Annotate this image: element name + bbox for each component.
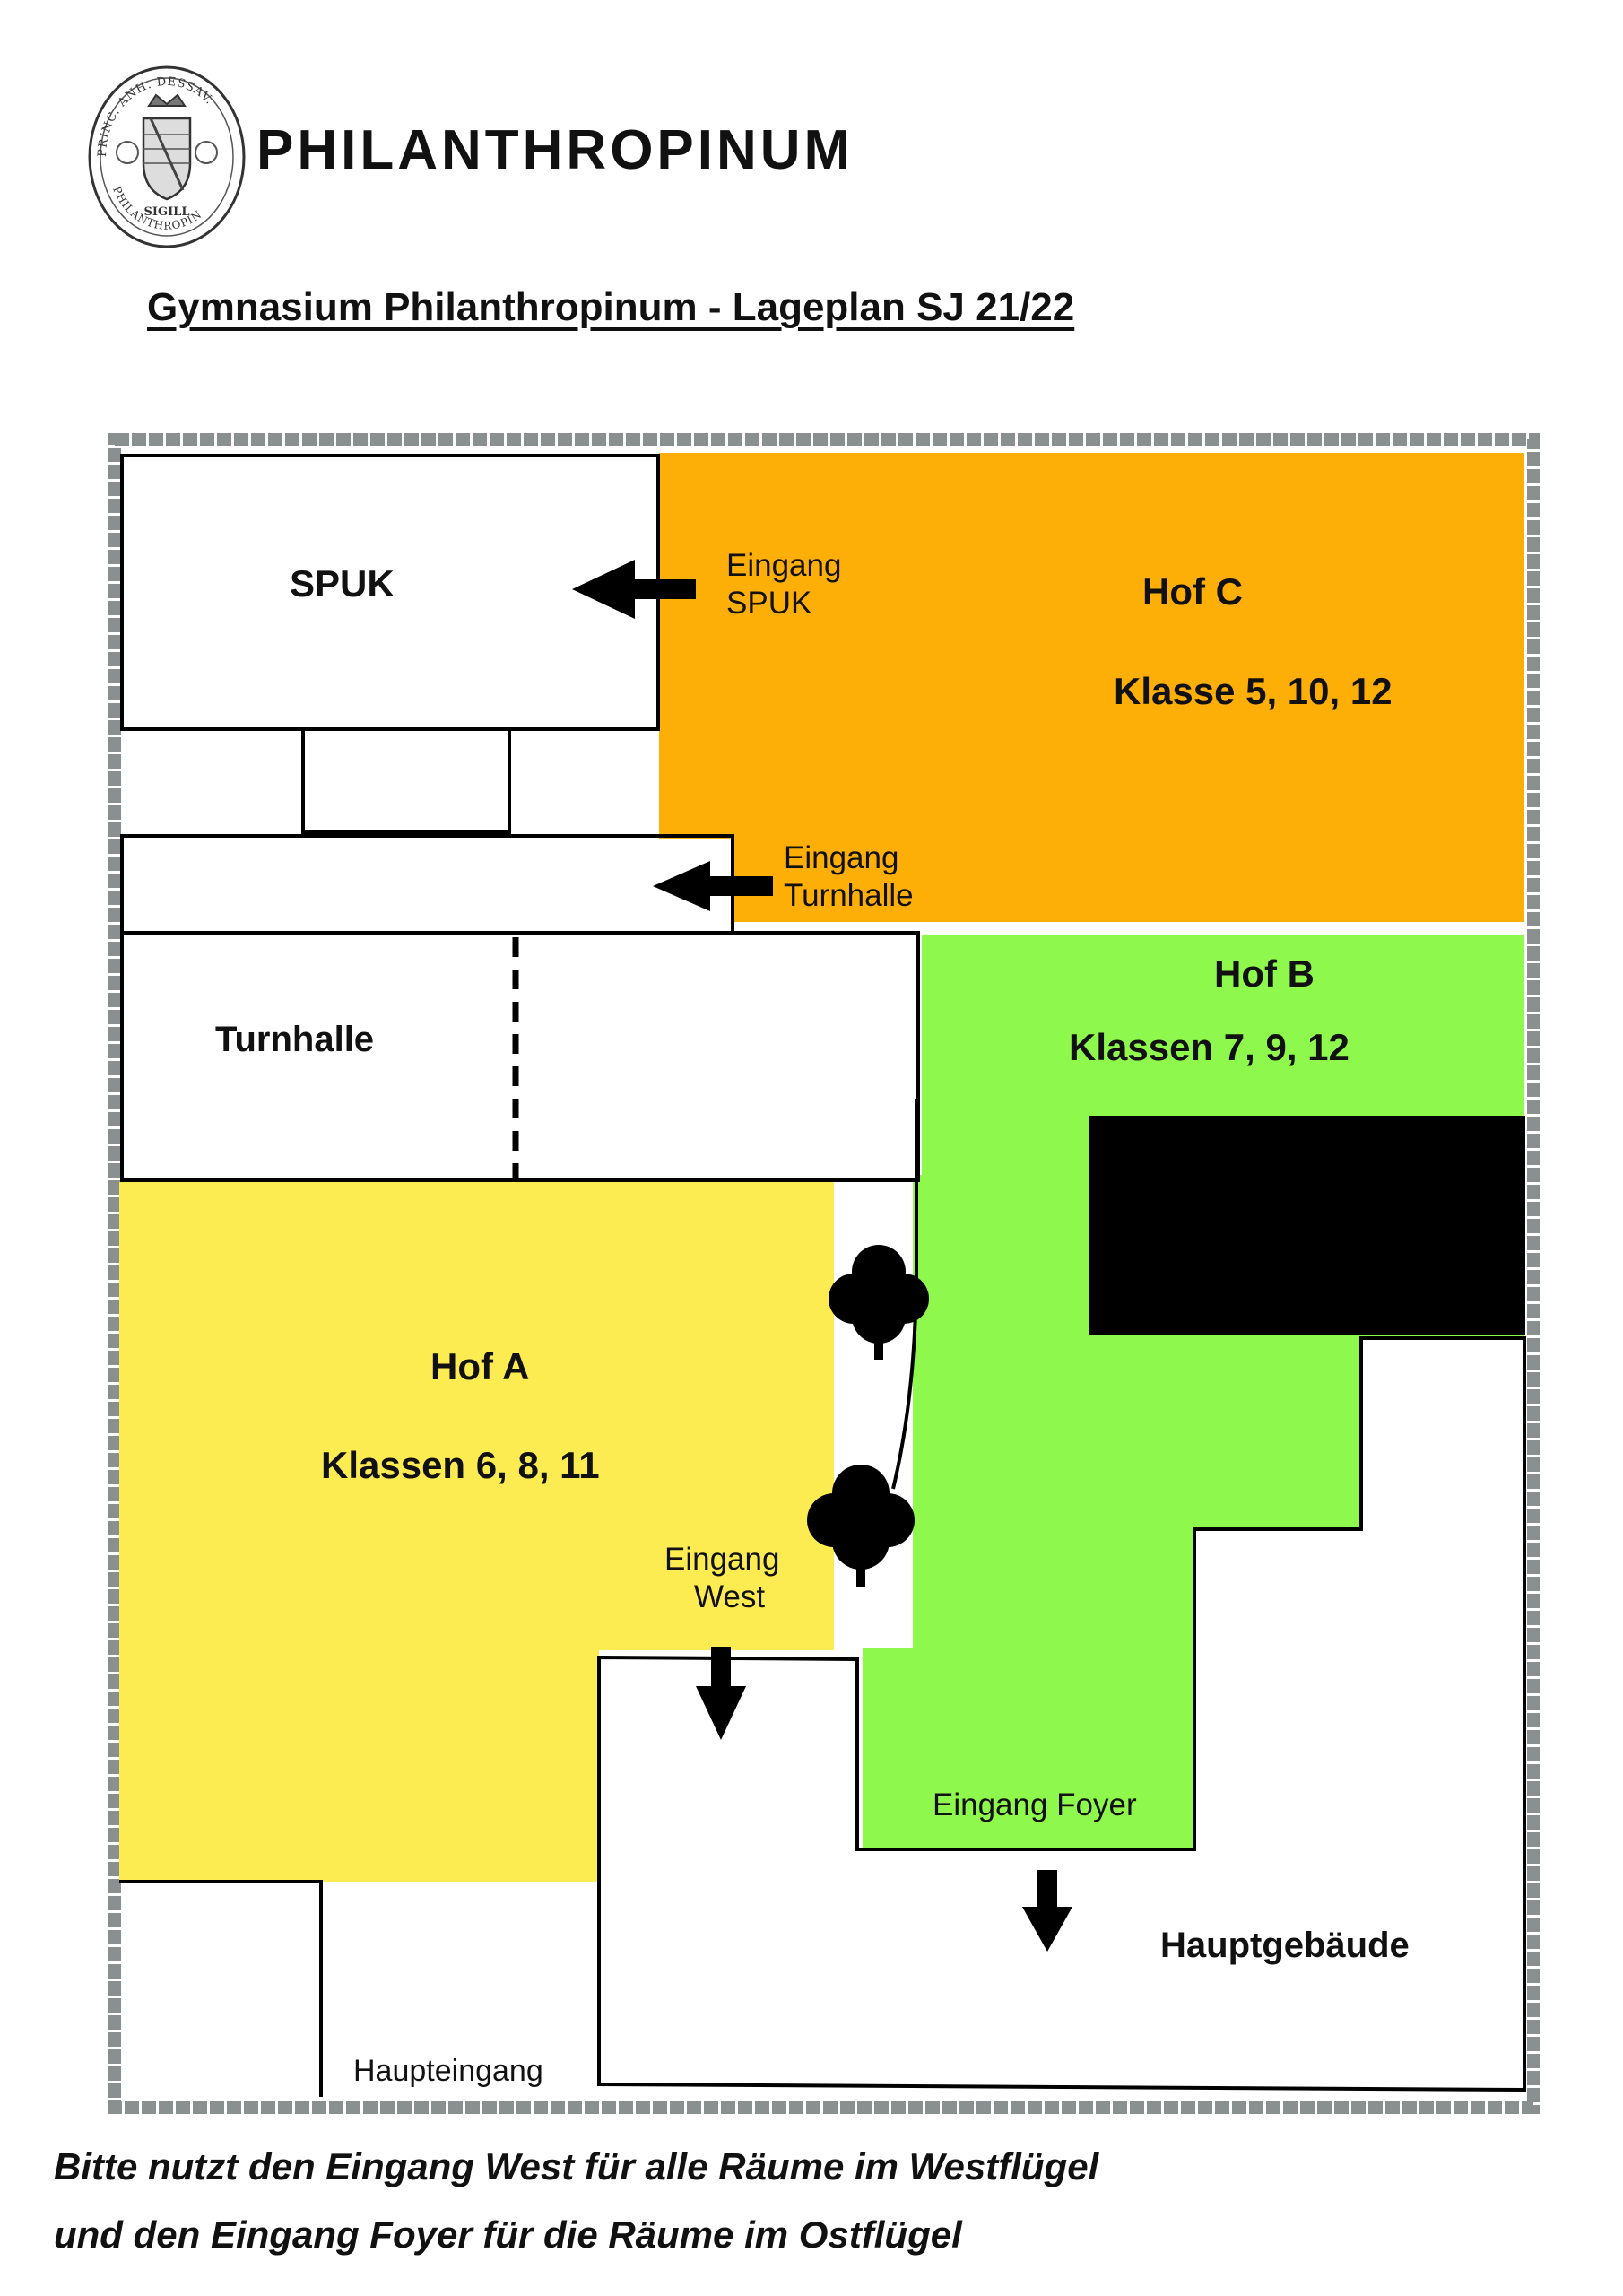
footer-line-1: Bitte nutzt den Eingang West für alle Rä… <box>54 2145 1099 2187</box>
label-hof-b: Hof B <box>1214 952 1315 995</box>
arrow-down-icon <box>1022 1870 1072 1952</box>
building-southwest <box>119 1880 323 2097</box>
building-turnhalle <box>120 931 920 1182</box>
building-connector <box>301 727 511 835</box>
tree-icon <box>807 1465 915 1587</box>
footer-line-2: und den Eingang Foyer für die Räume im O… <box>54 2213 962 2256</box>
label-entrance-turnhalle-2: Turnhalle <box>784 878 914 913</box>
school-seal-logo: PRINC. ANH. DESSAV. PHILANTHROPIN SIGILL <box>88 65 246 248</box>
label-hof-c: Hof C <box>1142 570 1243 613</box>
brand-name: PHILANTHROPINUM <box>256 119 855 181</box>
label-entrance-foyer: Eingang Foyer <box>933 1787 1137 1822</box>
building-spuk <box>120 454 660 731</box>
label-turnhalle: Turnhalle <box>215 1020 374 1059</box>
label-hauptgebaeude: Hauptgebäude <box>1160 1926 1410 1965</box>
label-haupteingang: Haupteingang <box>353 2054 543 2088</box>
arrow-left-icon <box>653 861 773 911</box>
hof-c-area <box>659 453 1524 922</box>
hof-a-area <box>119 1182 834 1882</box>
crest-icon <box>116 93 218 201</box>
tree-icon <box>829 1245 929 1360</box>
arrow-left-icon <box>572 560 696 619</box>
black-building-block <box>1089 1116 1525 1335</box>
seal-center-label: SIGILL <box>144 205 190 219</box>
arrow-down-icon <box>696 1647 746 1740</box>
label-hof-b-classes: Klassen 7, 9, 12 <box>1069 1026 1350 1068</box>
label-entrance-spuk-2: SPUK <box>726 586 812 621</box>
label-hof-a-classes: Klassen 6, 8, 11 <box>321 1444 600 1486</box>
label-entrance-turnhalle-1: Eingang <box>784 840 898 875</box>
label-spuk: SPUK <box>290 562 395 604</box>
label-hof-a: Hof A <box>430 1345 529 1387</box>
label-hof-c-classes: Klasse 5, 10, 12 <box>1114 670 1393 712</box>
footer-note: Bitte nutzt den Eingang West für alle Rä… <box>54 2133 1098 2269</box>
label-entrance-spuk-1: Eingang <box>726 548 841 583</box>
page-title: Gymnasium Philanthropinum - Lageplan SJ … <box>147 285 1075 329</box>
label-entrance-west-2: West <box>694 1579 765 1614</box>
label-entrance-west-1: Eingang <box>664 1542 779 1577</box>
